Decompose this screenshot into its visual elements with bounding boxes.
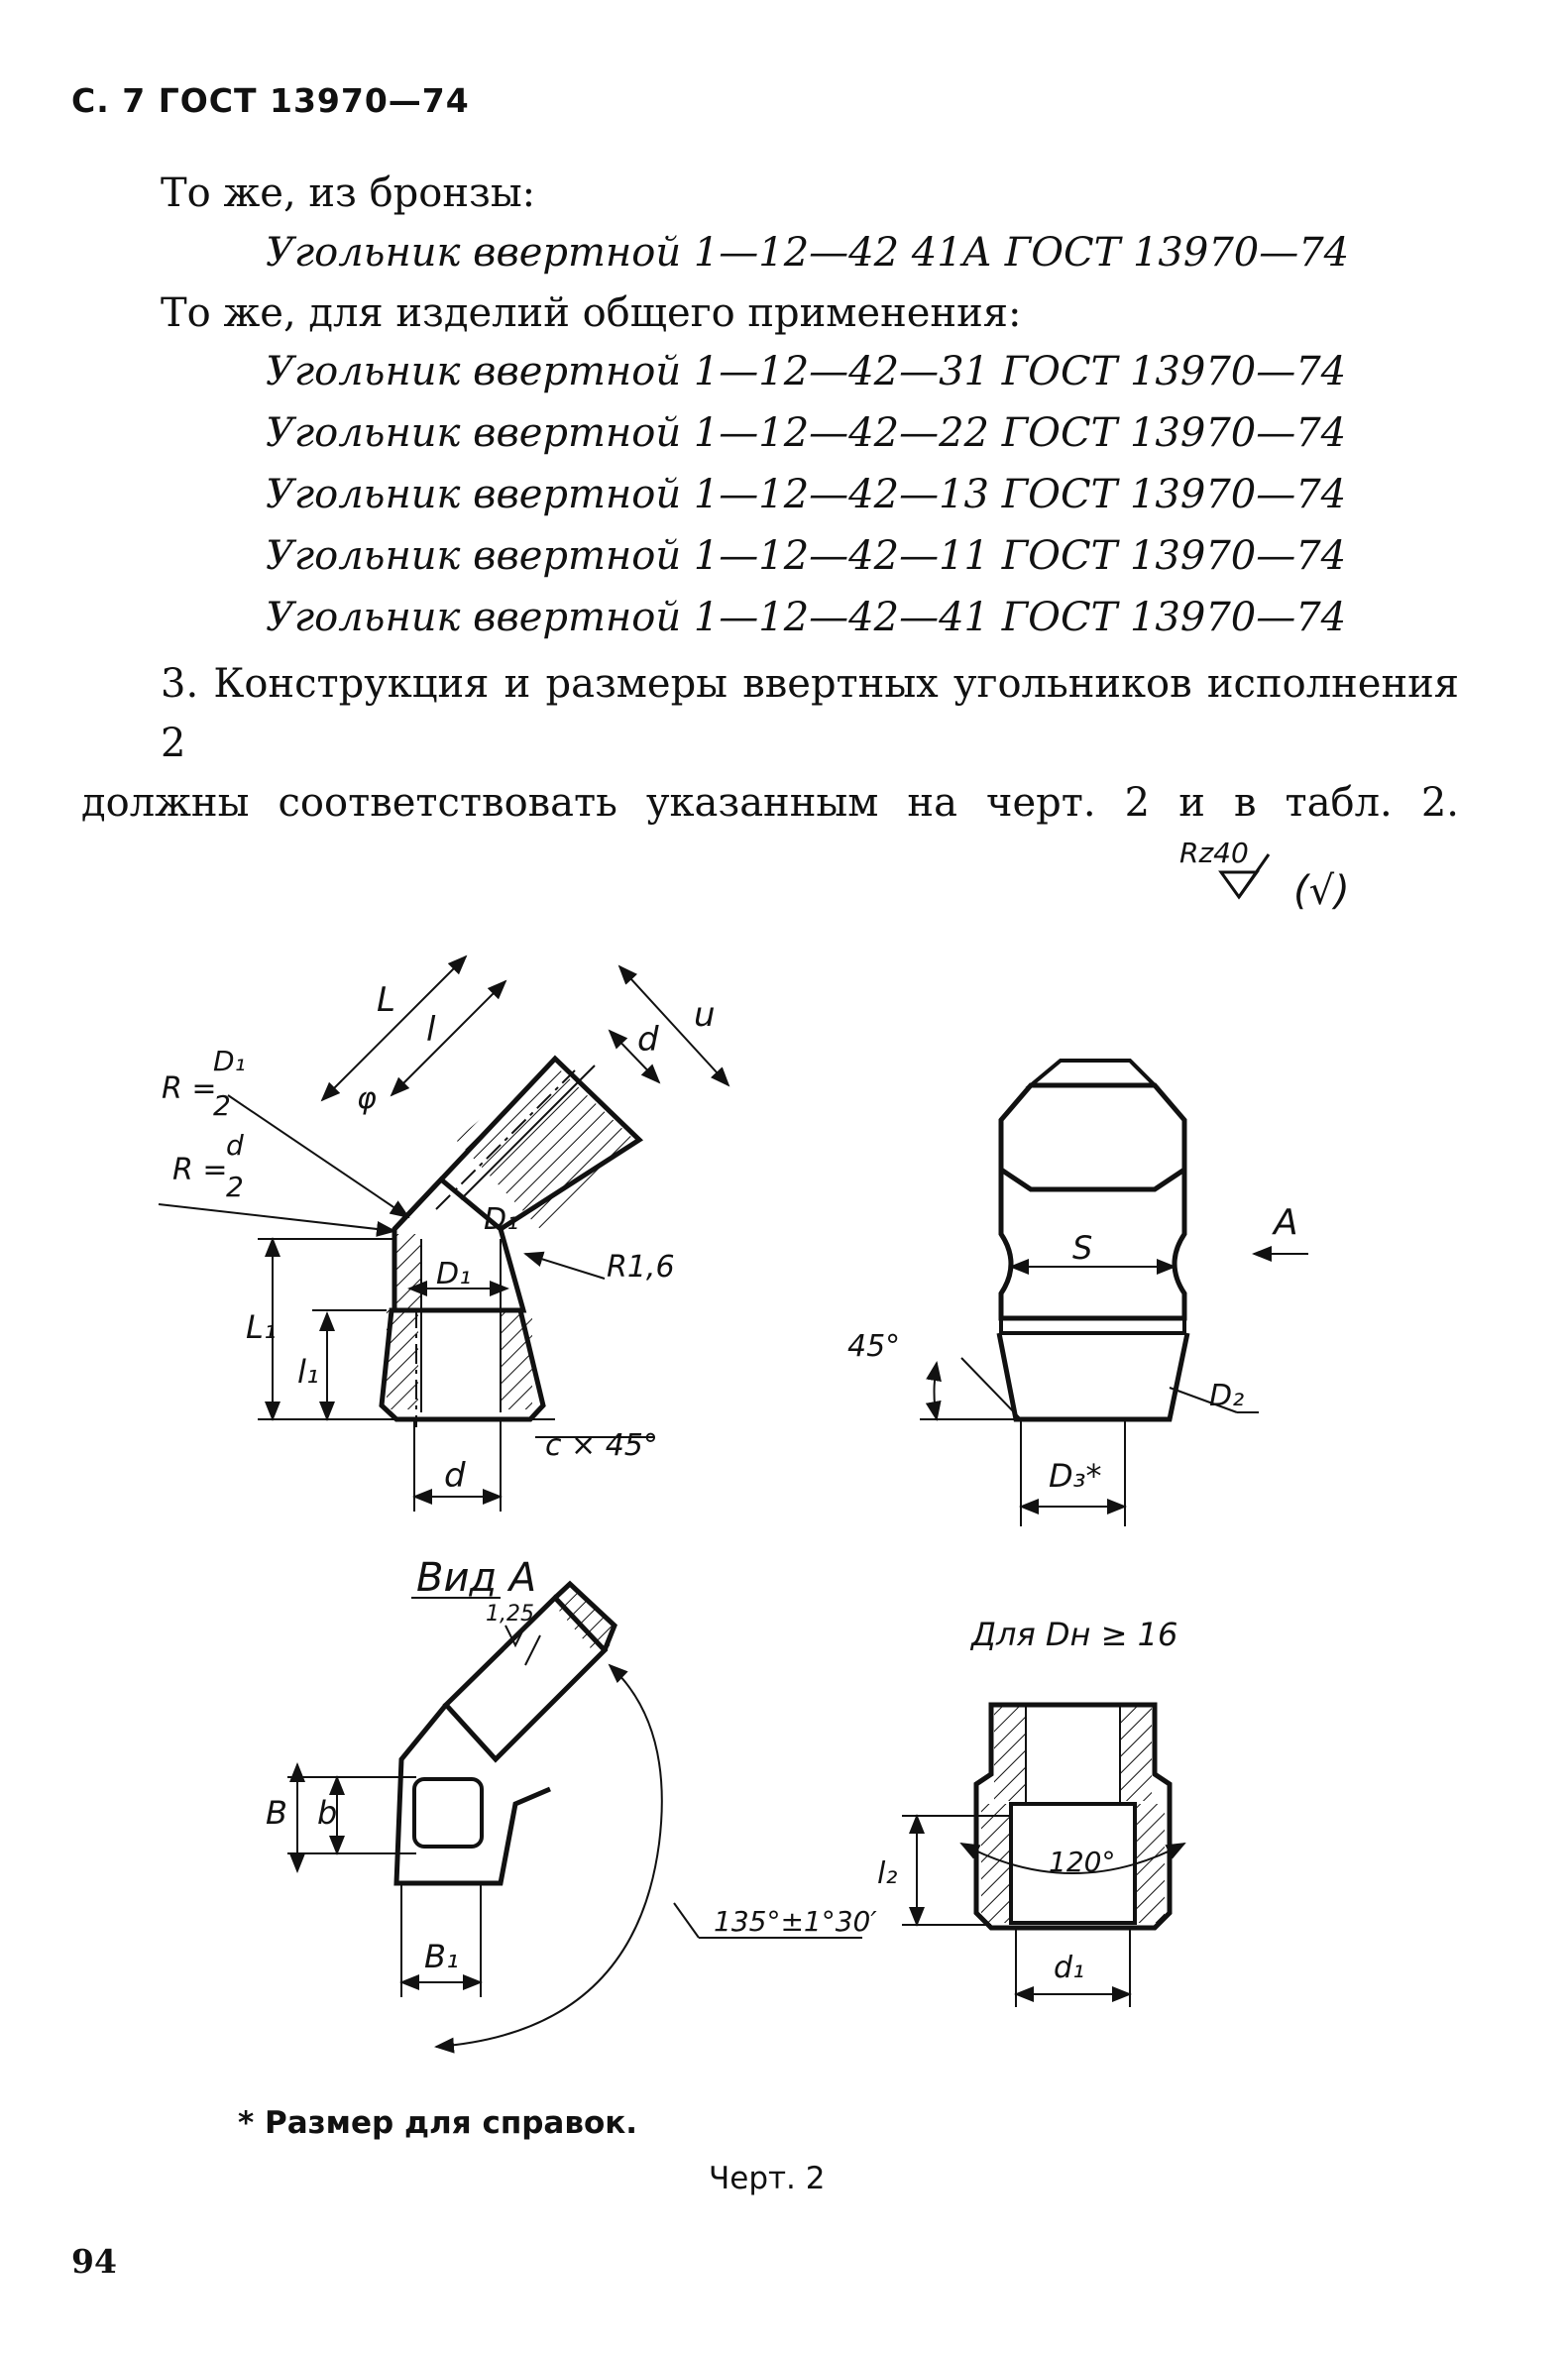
roughness-label: Rz40 — [1179, 837, 1249, 869]
label-chamfer: c × 45° — [545, 1428, 658, 1463]
label-R-d-den: 2 — [226, 1171, 244, 1203]
label-l1: l₁ — [297, 1353, 319, 1391]
label-D1: D₁ — [436, 1257, 471, 1291]
roughness-bracket: (√) — [1293, 868, 1350, 914]
label-l2: l₂ — [877, 1856, 897, 1891]
label-135: 135°±1°30′ — [714, 1905, 877, 1938]
label-b: b — [317, 1794, 337, 1832]
label-u: u — [694, 995, 716, 1035]
designation-general-1: Угольник ввертной 1—12—42—31 ГОСТ 13970—… — [266, 349, 1347, 394]
roughness-symbol: Rz40 (√) — [1179, 837, 1350, 914]
designation-general-5: Угольник ввертной 1—12—42—41 ГОСТ 13970—… — [266, 595, 1347, 640]
label-R-d-num: d — [226, 1129, 244, 1162]
clause-3-line-1: 3. Конструкция и размеры ввертных угольн… — [161, 661, 1459, 766]
label-120: 120° — [1049, 1846, 1115, 1878]
view-a-title: Вид А — [416, 1555, 536, 1601]
label-L1: L₁ — [246, 1308, 277, 1346]
page-header: С. 7 ГОСТ 13970—74 — [71, 81, 470, 120]
section-view — [902, 1702, 1186, 2007]
designation-general-4: Угольник ввертной 1—12—42—11 ГОСТ 13970—… — [266, 533, 1347, 579]
label-R-D1-num: D₁ — [213, 1045, 246, 1077]
designation-general-3: Угольник ввертной 1—12—42—13 ГОСТ 13970—… — [266, 472, 1347, 517]
label-R-d: R = — [172, 1153, 228, 1187]
label-R16: R1,6 — [607, 1250, 675, 1285]
label-B: B — [266, 1794, 287, 1832]
label-d: d — [444, 1456, 466, 1496]
label-45: 45° — [847, 1329, 900, 1364]
label-D3: D₃* — [1049, 1457, 1101, 1495]
label-R-D1-den: 2 — [213, 1089, 231, 1122]
footnote: * Размер для справок. — [238, 2105, 638, 2141]
section-title: Для Dн ≥ 16 — [969, 1616, 1177, 1653]
label-A: A — [1272, 1202, 1298, 1243]
label-l: l — [426, 1010, 436, 1050]
clause-3: 3. Конструкция и размеры ввертных угольн… — [81, 654, 1459, 833]
page-number: 94 — [71, 2242, 117, 2281]
label-B1: B₁ — [424, 1938, 459, 1975]
label-D2: D₂ — [1209, 1379, 1244, 1413]
section-view-labels: Для Dн ≥ 16 l₂ 120° d₁ — [877, 1616, 1177, 1985]
view-a-labels: Вид А 1,25 B b B₁ 135°±1°30′ — [266, 1555, 877, 1975]
label-phi: φ — [357, 1081, 377, 1116]
label-R-D1: R = — [162, 1071, 217, 1106]
view-a-roughness: 1,25 — [486, 1602, 534, 1626]
drawing-caption: Черт. 2 — [709, 2161, 826, 2196]
label-D1-diagonal: D₁ — [484, 1202, 518, 1237]
label-S: S — [1072, 1229, 1092, 1267]
label-L: L — [377, 980, 395, 1020]
designation-bronze: Угольник ввертной 1—12—42 41А ГОСТ 13970… — [266, 230, 1350, 276]
designation-general-2: Угольник ввертной 1—12—42—22 ГОСТ 13970—… — [266, 410, 1347, 456]
label-d1: d₁ — [1054, 1951, 1084, 1985]
side-view — [920, 1059, 1308, 1526]
paragraph-bronze: То же, из бронзы: — [161, 170, 536, 216]
label-d-top: d — [637, 1020, 659, 1060]
paragraph-general: То же, для изделий общего применения: — [161, 290, 1022, 336]
view-a — [287, 1580, 862, 2054]
clause-3-line-2: должны соответствовать указанным на черт… — [81, 780, 1459, 826]
main-view — [158, 954, 730, 1512]
main-view-labels: L l u d φ R = D₁ 2 R = d 2 D₁ D₁ R1,6 L₁… — [162, 980, 716, 1496]
side-view-labels: S A 45° D₂ D₃* — [847, 1202, 1298, 1495]
